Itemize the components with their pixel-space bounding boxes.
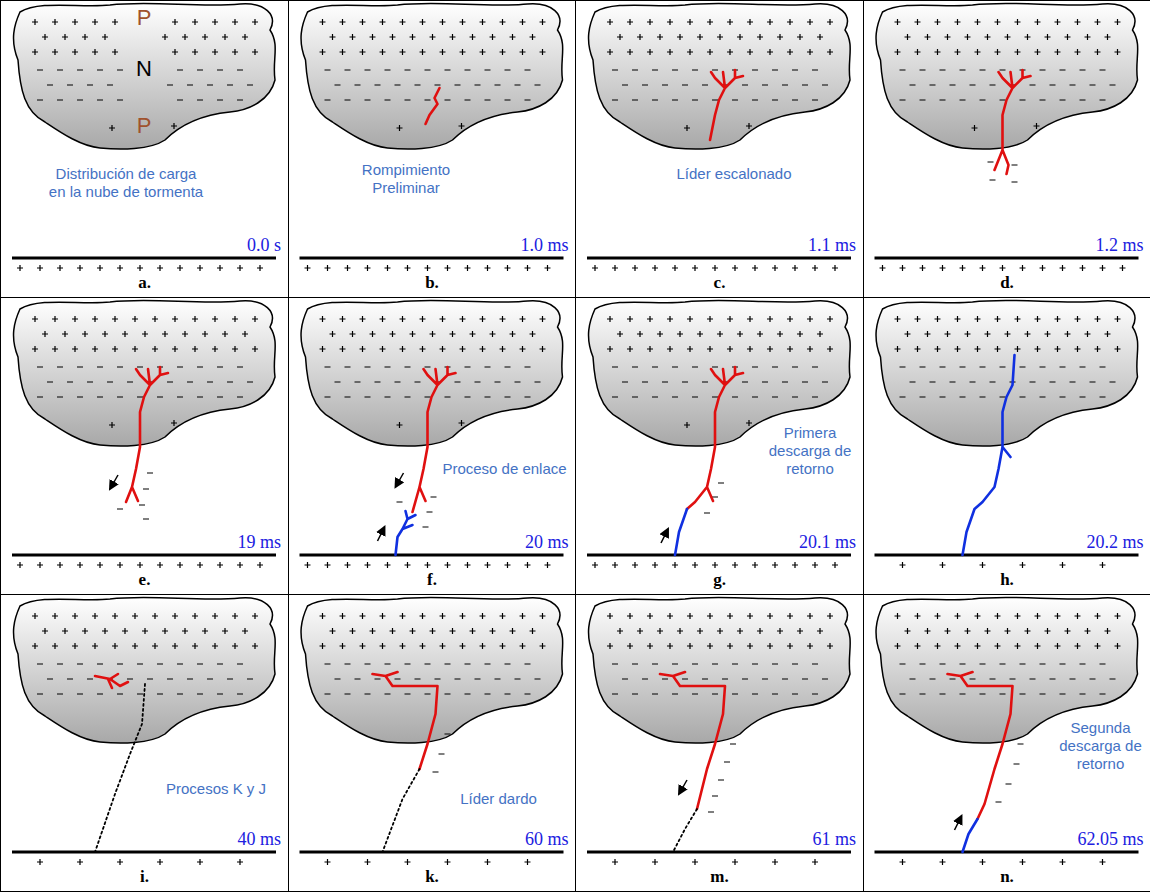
ground-line (875, 851, 1139, 854)
stage-panel: PNPDistribución de carga en la nube de t… (0, 0, 289, 298)
stage-caption: Líder escalonado (654, 165, 814, 183)
time-stamp: 20 ms (439, 532, 569, 554)
panel-letter: e. (1, 570, 288, 590)
charge-symbols (895, 316, 1121, 568)
ground-line (587, 851, 851, 854)
panel-letter: n. (864, 867, 1150, 887)
ground-line (12, 554, 276, 557)
stage-caption: Distribución de carga en la nube de torm… (46, 165, 206, 201)
time-stamp: 1.1 ms (726, 235, 856, 257)
stage-panel: Rompimiento Preliminar 1.0 ms b. (288, 0, 577, 298)
ground-line (587, 257, 851, 260)
panel-letter: b. (289, 273, 576, 293)
charge-symbols (607, 613, 833, 865)
charge-label: N (129, 56, 159, 82)
charge-symbols (880, 19, 1126, 271)
stage-caption: Rompimiento Preliminar (344, 161, 469, 197)
stage-panel: Líder escalonado 1.1 ms c. (575, 0, 864, 298)
time-stamp: 60 ms (439, 829, 569, 851)
charge-symbols (17, 19, 263, 271)
charge-label: P (129, 5, 159, 31)
panel-letter: i. (1, 867, 288, 887)
panel-letter: d. (864, 273, 1150, 293)
charge-symbols (17, 316, 263, 568)
charge-symbols (320, 613, 546, 865)
charge-label: P (129, 113, 159, 139)
stage-caption: Proceso de enlace (439, 460, 571, 478)
ground-line (875, 554, 1139, 557)
ground-line (875, 257, 1139, 260)
ground-line (12, 851, 276, 854)
time-stamp: 62.05 ms (1014, 829, 1144, 851)
panel-letter: g. (576, 570, 863, 590)
ground-line (300, 554, 564, 557)
time-stamp: 1.0 ms (439, 235, 569, 257)
ground-line (300, 851, 564, 854)
ground-line (587, 554, 851, 557)
time-stamp: 1.2 ms (1014, 235, 1144, 257)
time-stamp: 19 ms (151, 532, 281, 554)
time-stamp: 40 ms (151, 829, 281, 851)
charge-symbols (592, 19, 838, 271)
stage-panel: Proceso de enlace 20 ms f. (288, 297, 577, 595)
time-stamp: 0.0 s (151, 235, 281, 257)
stage-panel: Líder dardo 60 ms k. (288, 594, 577, 892)
time-stamp: 20.1 ms (726, 532, 856, 554)
time-stamp: 20.2 ms (1014, 532, 1144, 554)
time-stamp: 61 ms (726, 829, 856, 851)
stage-panel: 61 ms m. (575, 594, 864, 892)
panel-letter: k. (289, 867, 576, 887)
panel-letter: h. (864, 570, 1150, 590)
stage-caption: Procesos K y J (151, 780, 281, 798)
panel-letter: a. (1, 273, 288, 293)
panel-letter: c. (576, 273, 863, 293)
stage-caption: Líder dardo (439, 790, 559, 808)
charge-symbols (32, 613, 258, 865)
panel-letter: f. (289, 570, 576, 590)
stage-caption: Segunda descarga de retorno (1052, 719, 1150, 773)
stage-panel: Primera descarga de retorno 20.1 ms g. (575, 297, 864, 595)
charge-symbols (305, 19, 551, 271)
stage-panel: 20.2 ms h. (863, 297, 1150, 595)
stage-panel: Procesos K y J 40 ms i. (0, 594, 289, 892)
stage-panel: Segunda descarga de retorno 62.05 ms n. (863, 594, 1150, 892)
stage-caption: Primera descarga de retorno (761, 424, 859, 478)
stage-panel: 19 ms e. (0, 297, 289, 595)
ground-line (12, 257, 276, 260)
stage-panel: 1.2 ms d. (863, 0, 1150, 298)
charge-symbols (305, 316, 551, 568)
panel-letter: m. (576, 867, 863, 887)
ground-line (300, 257, 564, 260)
